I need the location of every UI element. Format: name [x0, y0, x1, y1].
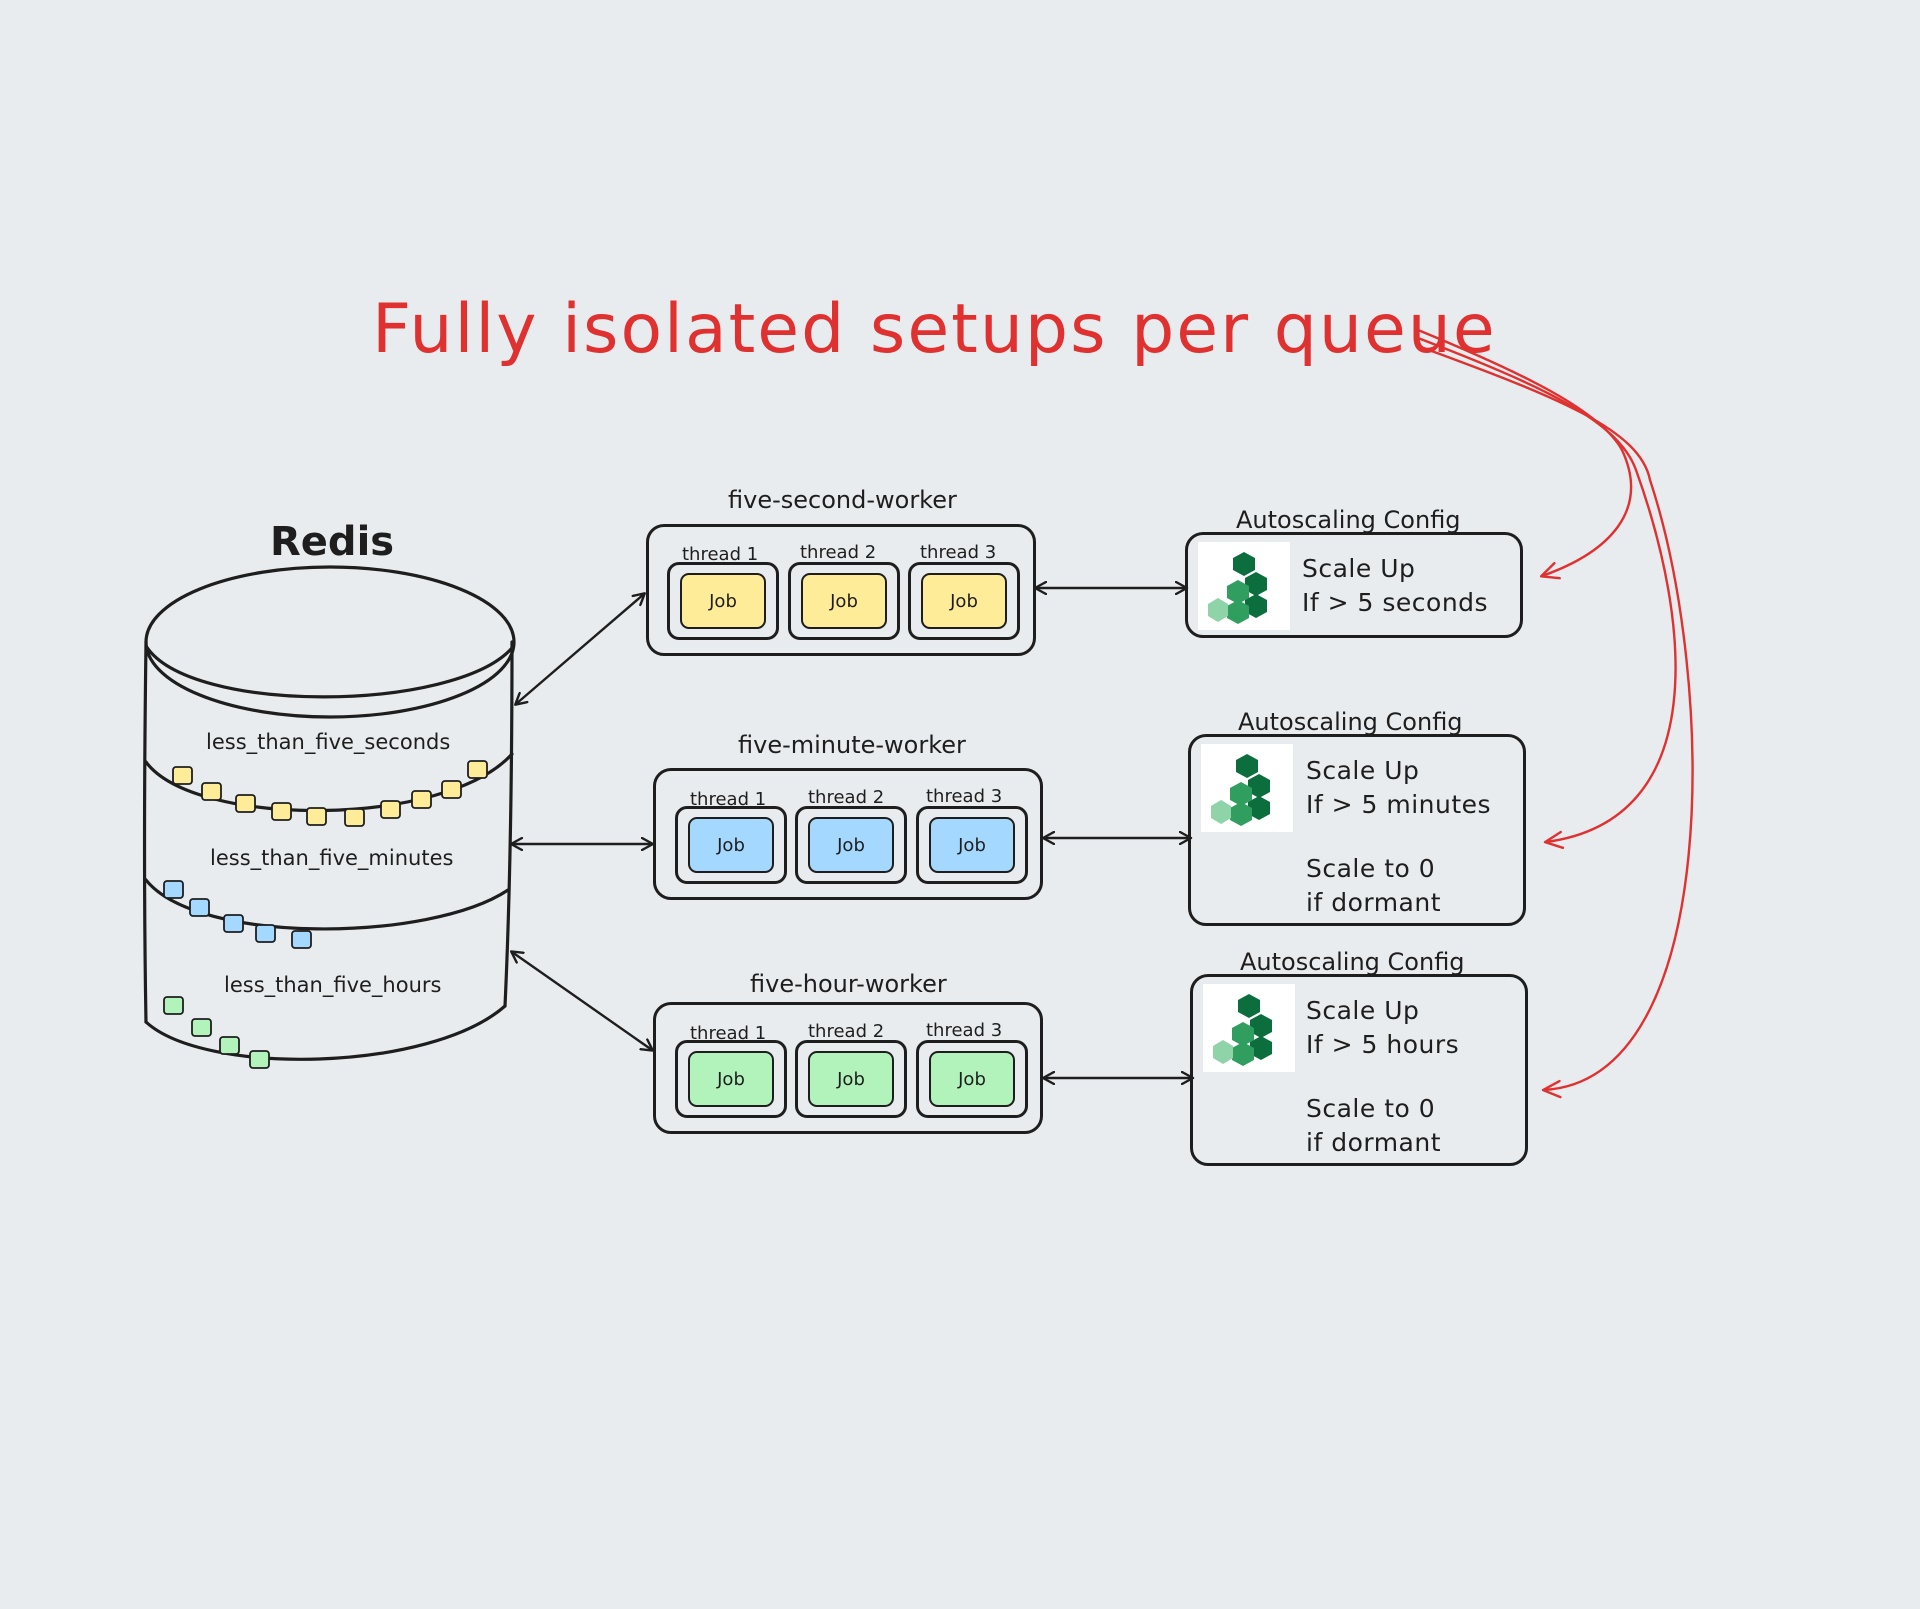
queue-item — [189, 898, 210, 917]
thread-box: Job — [908, 562, 1020, 640]
queue-item — [191, 1018, 212, 1037]
config-rule-dormant: if dormant — [1306, 1128, 1442, 1157]
config-rule-scale-up: Scale Up — [1306, 756, 1420, 785]
thread-box: Job — [916, 806, 1028, 884]
job-card: Job — [921, 573, 1007, 629]
worker-five-minute — [653, 768, 1043, 900]
thread-label: thread 3 — [920, 542, 997, 563]
worker-title-five-minute: five-minute-worker — [738, 731, 966, 759]
job-card: Job — [680, 573, 766, 629]
config-rule-scale-up: Scale Up — [1302, 554, 1416, 583]
config-rule-scale-to-zero: Scale to 0 — [1306, 854, 1436, 883]
thread-label: thread 1 — [690, 789, 767, 810]
queue-item — [255, 924, 276, 943]
arrow-redis-five-hour — [512, 952, 652, 1050]
queue-item — [172, 766, 193, 785]
thread-box: Job — [675, 1040, 787, 1118]
stacked-hexagons-logo-icon — [1198, 542, 1290, 630]
queue-item — [235, 794, 256, 813]
thread-label: thread 2 — [808, 787, 885, 808]
job-card: Job — [808, 817, 894, 873]
queue-item — [219, 1036, 240, 1055]
job-card: Job — [808, 1051, 894, 1107]
queue-item — [291, 930, 312, 949]
queue-label-hours: less_than_five_hours — [224, 973, 442, 997]
autoscaling-config-minutes — [1188, 734, 1526, 926]
job-label: Job — [709, 590, 737, 612]
job-card: Job — [801, 573, 887, 629]
autoscaling-config-seconds — [1185, 532, 1523, 638]
annotation-arrows — [1416, 328, 1694, 1099]
queue-item — [306, 807, 327, 826]
job-label: Job — [837, 834, 865, 856]
annotation-arrow-1 — [1416, 328, 1633, 580]
arrow-redis-five-second — [516, 594, 644, 704]
config-rule-dormant: if dormant — [1306, 888, 1442, 917]
job-card: Job — [688, 1051, 774, 1107]
worker-title-five-second: five-second-worker — [728, 486, 957, 514]
config-rule-threshold: If > 5 minutes — [1306, 790, 1492, 819]
page-title: Fully isolated setups per queue — [372, 290, 1497, 369]
queue-items — [163, 760, 488, 1069]
worker-five-second — [646, 524, 1036, 656]
thread-box: Job — [795, 806, 907, 884]
job-card: Job — [688, 817, 774, 873]
job-label: Job — [717, 834, 745, 856]
job-label: Job — [958, 834, 986, 856]
queue-item — [249, 1050, 270, 1069]
queue-item — [380, 800, 401, 819]
annotation-arrow-3 — [1416, 344, 1694, 1099]
config-rule-scale-up: Scale Up — [1306, 996, 1420, 1025]
annotation-arrow-2 — [1416, 336, 1677, 850]
thread-label: thread 3 — [926, 1020, 1003, 1041]
config-rule-threshold: If > 5 seconds — [1302, 588, 1489, 617]
redis-cylinder — [142, 565, 516, 1061]
queue-item — [411, 790, 432, 809]
queue-item — [223, 914, 244, 933]
queue-item — [163, 996, 184, 1015]
queue-label-seconds: less_than_five_seconds — [206, 730, 451, 754]
thread-label: thread 2 — [808, 1021, 885, 1042]
config-rule-threshold: If > 5 hours — [1306, 1030, 1460, 1059]
thread-label: thread 1 — [682, 544, 759, 565]
thread-box: Job — [675, 806, 787, 884]
queue-item — [201, 782, 222, 801]
autoscaling-config-hours — [1190, 974, 1528, 1166]
redis-label: Redis — [270, 519, 395, 565]
job-card: Job — [929, 817, 1015, 873]
worker-five-hour — [653, 1002, 1043, 1134]
stacked-hexagons-logo-icon — [1203, 984, 1295, 1072]
job-card: Job — [929, 1051, 1015, 1107]
thread-label: thread 3 — [926, 786, 1003, 807]
job-label: Job — [830, 590, 858, 612]
thread-box: Job — [795, 1040, 907, 1118]
worker-title-five-hour: five-hour-worker — [750, 970, 947, 998]
queue-item — [163, 880, 184, 899]
thread-box: Job — [916, 1040, 1028, 1118]
job-label: Job — [950, 590, 978, 612]
config-rule-scale-to-zero: Scale to 0 — [1306, 1094, 1436, 1123]
config-title: Autoscaling Config — [1236, 506, 1461, 534]
thread-box: Job — [788, 562, 900, 640]
job-label: Job — [958, 1068, 986, 1090]
config-title: Autoscaling Config — [1238, 708, 1463, 736]
stacked-hexagons-logo-icon — [1201, 744, 1293, 832]
queue-item — [441, 780, 462, 799]
thread-label: thread 2 — [800, 542, 877, 563]
queue-item — [271, 802, 292, 821]
queue-item — [344, 808, 365, 827]
job-label: Job — [717, 1068, 745, 1090]
queue-item — [467, 760, 488, 779]
thread-label: thread 1 — [690, 1023, 767, 1044]
connection-arrows — [512, 588, 1192, 1078]
config-title: Autoscaling Config — [1240, 948, 1465, 976]
queue-label-minutes: less_than_five_minutes — [210, 846, 454, 870]
thread-box: Job — [667, 562, 779, 640]
job-label: Job — [837, 1068, 865, 1090]
